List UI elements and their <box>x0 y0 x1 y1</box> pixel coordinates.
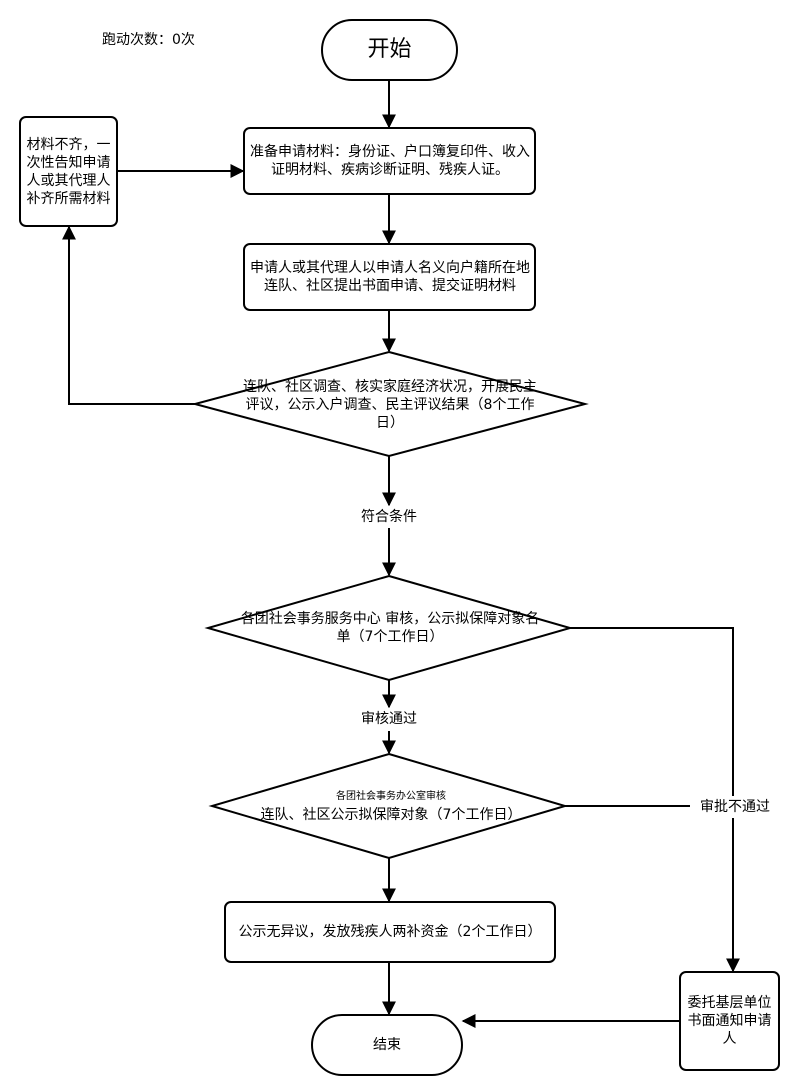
rejected-edge-label: 审批不通过 <box>690 796 780 818</box>
qualified-edge-label: 符合条件 <box>344 506 434 528</box>
edge-investigate-incomplete <box>62 225 195 405</box>
review-office-prefix: 各团社会事务办公室审核 <box>336 791 446 802</box>
approved-edge-label: 审核通过 <box>344 708 434 730</box>
apply-label: 申请人或其代理人以申请人名义向户籍所在地连队、社区提出书面申请、提交证明材料 <box>250 260 530 294</box>
investigate-label: 连队、社区调查、核实家庭经济状况，开展民主评议，公示入户调查、民主评议结果（8个… <box>243 379 537 431</box>
disburse-label: 公示无异议，发放残疾人两补资金（2个工作日） <box>238 924 542 940</box>
notify-label: 委托基层单位书面通知申请人 <box>687 995 772 1047</box>
edge-review-center-reject <box>570 627 734 796</box>
prepare-label: 准备申请材料：身份证、户口簿复印件、收入证明材料、疾病诊断证明、残疾人证。 <box>250 144 530 178</box>
run-counter: 跑动次数：0次 <box>102 32 195 48</box>
review-center-label: 各团社会事务服务中心 审核，公示拟保障对象名单（7个工作日） <box>240 611 540 645</box>
end-label: 结束 <box>373 1037 401 1053</box>
incomplete-label: 材料不齐，一次性告知申请人或其代理人补齐所需材料 <box>26 136 111 207</box>
start-label: 开始 <box>367 37 412 62</box>
review-office-label: 各团社会事务办公室审核连队、社区公示拟保障对象（7个工作日） <box>256 786 526 826</box>
review-office-text: 连队、社区公示拟保障对象（7个工作日） <box>260 807 522 823</box>
